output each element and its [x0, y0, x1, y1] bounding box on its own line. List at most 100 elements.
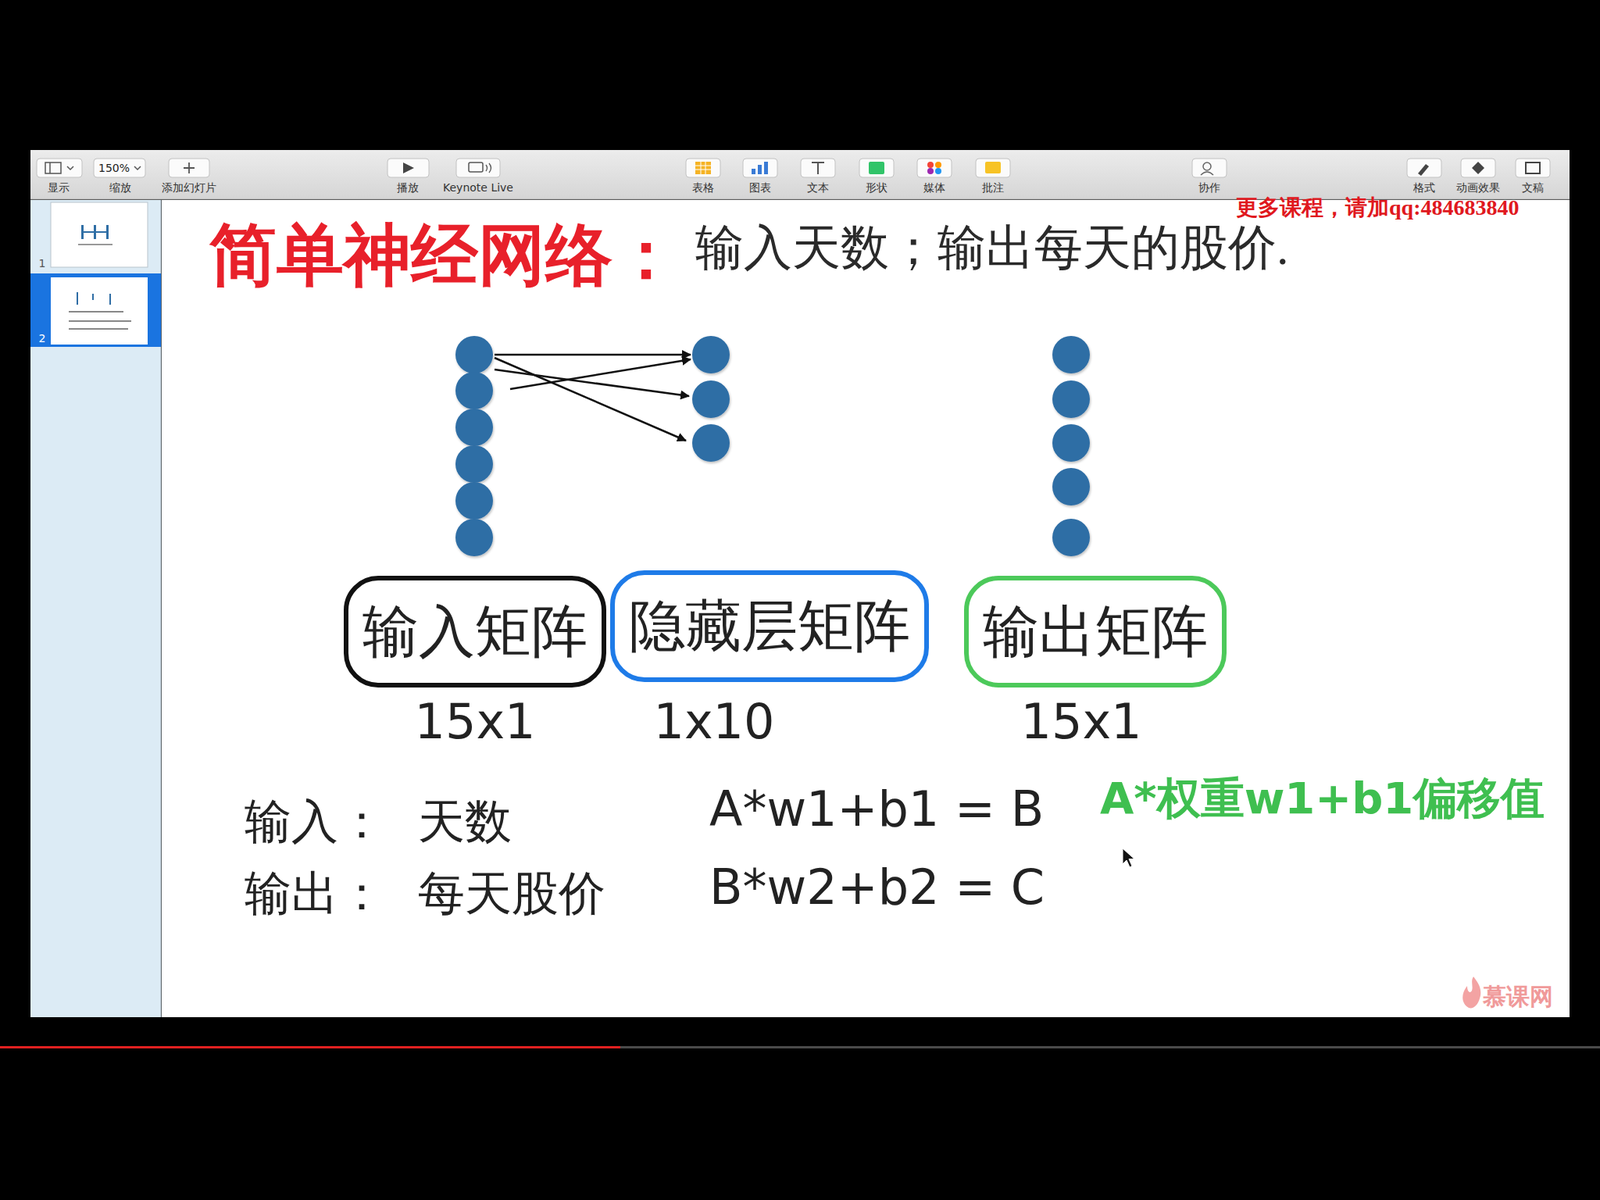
media-icon	[935, 161, 942, 168]
matrix-label: 隐藏层矩阵	[628, 592, 911, 660]
output-neuron	[1052, 380, 1090, 418]
shape-button	[859, 158, 894, 178]
thumbnail-bar	[78, 243, 113, 246]
comment-icon	[985, 161, 1001, 174]
weight-arrows	[494, 354, 691, 441]
toolbar-label: 协作	[1198, 181, 1221, 194]
shape-icon	[868, 161, 885, 175]
input-neuron	[455, 445, 493, 483]
toolbar-icons	[45, 161, 1540, 176]
matrix-dimension: 1x10	[653, 693, 775, 750]
slide-number: 1	[39, 257, 47, 270]
thumbnail-bar	[106, 225, 109, 240]
table-button	[685, 158, 721, 178]
format-icon	[1417, 164, 1429, 176]
view-button	[36, 158, 83, 178]
chart-icon	[764, 161, 768, 175]
video-progress-track	[0, 1046, 1600, 1049]
plus-icon	[183, 162, 195, 174]
io-value: 天数	[417, 794, 512, 849]
thumbnail-bar	[83, 231, 94, 233]
toolbar-label: 批注	[982, 181, 1004, 194]
toolbar-label: 形状	[865, 181, 888, 194]
format-button	[1407, 158, 1442, 178]
collaborate-icon	[1203, 162, 1211, 171]
input-neuron	[455, 482, 493, 520]
thumbnail-art	[78, 225, 113, 246]
matrix-dimension: 15x1	[414, 693, 536, 750]
text-icon	[811, 162, 825, 175]
view-icon	[49, 162, 51, 174]
output-matrix-box: 输出矩阵	[964, 575, 1227, 688]
io-value: 每天股价	[417, 866, 606, 921]
thumbnail-bar	[92, 293, 94, 300]
chart-icon	[751, 168, 756, 175]
add-slide-button	[168, 158, 210, 178]
toolbar-label: 图表	[749, 181, 772, 194]
watermark-logo	[1462, 976, 1481, 1008]
input-matrix-box: 输入矩阵	[343, 575, 607, 688]
thumbnail-bar	[68, 320, 132, 322]
hidden-neuron	[692, 335, 730, 374]
thumbnail-bar	[81, 225, 84, 240]
comment-button	[975, 158, 1011, 178]
document-icon	[1525, 162, 1540, 174]
output-neuron	[1052, 424, 1090, 462]
toolbar-label: Keynote Live	[442, 181, 514, 194]
toolbar-label: 显示	[47, 181, 70, 194]
table-icon	[695, 161, 711, 175]
chevron-icon	[67, 166, 74, 170]
slide-canvas	[161, 200, 1570, 1018]
slide-thumbnail	[50, 277, 148, 345]
formula: B*w2+b2 = C	[709, 859, 1045, 915]
live-icon	[468, 162, 483, 172]
toolbar-label: 文本	[807, 181, 829, 194]
output-neuron	[1052, 335, 1090, 374]
input-neuron	[455, 518, 493, 557]
video-progress	[0, 1046, 621, 1049]
hidden-neuron	[692, 380, 730, 418]
input-neuron	[455, 371, 493, 410]
collaborate-icon	[1200, 171, 1214, 175]
io-label: 输出：	[244, 866, 386, 921]
text-button	[800, 158, 836, 178]
input-neuron	[455, 335, 493, 374]
thumbnail-bar	[93, 225, 97, 240]
chart-icon	[757, 164, 762, 175]
toolbar-label: 添加幻灯片	[161, 181, 217, 194]
hidden-matrix-box: 隐藏层矩阵	[610, 570, 929, 683]
play-button	[387, 158, 429, 178]
thumbnail-art	[68, 292, 132, 330]
play-icon	[403, 162, 415, 174]
thumbnail-bar	[109, 293, 111, 305]
zoom-button	[93, 158, 146, 178]
view-icon	[45, 162, 61, 174]
output-neuron	[1052, 518, 1090, 557]
toolbar-label: 表格	[692, 181, 715, 194]
weight-arrow	[494, 369, 690, 397]
media-icon	[935, 167, 942, 175]
media-icon	[927, 167, 934, 175]
toolbar-label: 播放	[396, 181, 419, 194]
slide-navigator	[30, 200, 161, 1018]
neurons	[455, 335, 1090, 557]
collaborate-button	[1192, 158, 1227, 178]
overlay-notice: 更多课程，请加qq:484683840	[1235, 195, 1519, 221]
io-label: 输入：	[244, 794, 386, 849]
matrix-label: 输入矩阵	[362, 597, 588, 665]
mouse-cursor	[1122, 848, 1135, 868]
keynote-live-button	[456, 158, 500, 178]
toolbar	[30, 150, 1570, 200]
output-neuron	[1052, 467, 1090, 506]
thumbnail-bar	[68, 310, 124, 313]
toolbar-buttons	[36, 158, 1550, 178]
handwritten-subtitle: 输入天数；输出每天的股价.	[695, 220, 1290, 276]
slide-title: 简单神经网络：	[209, 216, 680, 294]
weight-arrow	[494, 357, 686, 441]
watermark: 慕课网	[1482, 983, 1554, 1011]
matrix-dimension: 15x1	[1020, 693, 1142, 750]
chart-button	[742, 158, 778, 178]
slide-thumbnail	[50, 202, 148, 268]
